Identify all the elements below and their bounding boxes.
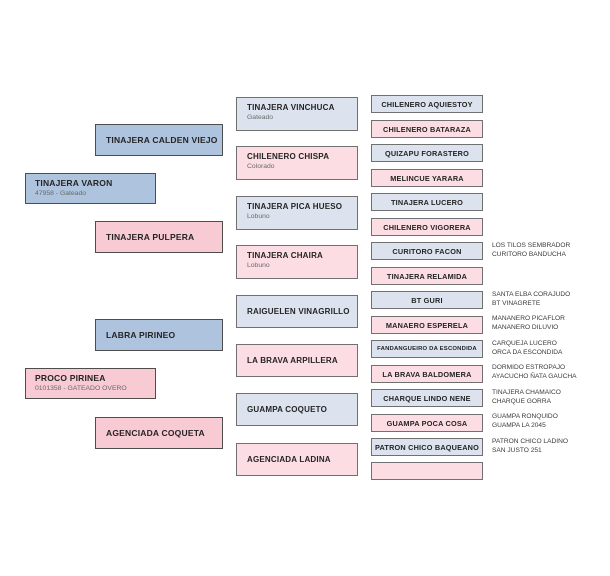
horse-name: CHILENERO BATARAZA xyxy=(382,124,472,134)
gen5-pair: TINAJERA CHAMAICO CHARQUE GORRA xyxy=(492,389,610,406)
horse-name: FANDANGUEIRO DA ESCONDIDA xyxy=(377,346,477,352)
horse-coat: Colorado xyxy=(247,163,275,170)
ancestor-name[interactable]: GUAMPA RONQUIDO xyxy=(492,413,558,420)
horse-name: TINAJERA PICA HUESO xyxy=(247,202,343,211)
pedigree-box-la-brava-arpillera[interactable]: LA BRAVA ARPILLERA xyxy=(236,344,358,377)
gen5-pair: PATRON CHICO LADINO SAN JUSTO 251 xyxy=(492,438,610,455)
ancestor-name[interactable]: SAN JUSTO 251 xyxy=(492,446,542,454)
pedigree-box-patron-chico-baqueano[interactable]: PATRON CHICO BAQUEANO xyxy=(371,438,483,456)
horse-coat: Lobuno xyxy=(247,262,270,269)
ancestor-name[interactable]: LOS TILOS SEMBRADOR xyxy=(492,242,571,249)
horse-name: TINAJERA PULPERA xyxy=(106,232,195,242)
horse-name: AGENCIADA LADINA xyxy=(247,455,331,464)
pedigree-box-empty[interactable] xyxy=(371,462,483,480)
horse-name: TINAJERA CHAIRA xyxy=(247,251,324,260)
pedigree-box-charque-lindo-nene[interactable]: CHARQUE LINDO NENE xyxy=(371,389,483,407)
pedigree-box-guampa-poca-cosa[interactable]: GUAMPA POCA COSA xyxy=(371,414,483,432)
horse-name: LABRA PIRINEO xyxy=(106,330,176,340)
horse-name: PATRON CHICO BAQUEANO xyxy=(374,442,480,452)
horse-name: BT GURI xyxy=(411,295,443,305)
pedigree-box-melincue-yarara[interactable]: MELINCUE YARARA xyxy=(371,169,483,187)
horse-name: CHILENERO VIGORERA xyxy=(383,222,471,232)
horse-name: TINAJERA CALDEN VIEJO xyxy=(106,135,218,145)
ancestor-name[interactable]: TINAJERA CHAMAICO xyxy=(492,389,561,396)
pedigree-box-tinajera-calden-viejo[interactable]: TINAJERA CALDEN VIEJO xyxy=(95,124,223,156)
horse-registry-coat: 0101358 - GATEADO OVERO xyxy=(35,385,127,392)
pedigree-box-tinajera-chaira[interactable]: TINAJERA CHAIRA Lobuno xyxy=(236,245,358,279)
pedigree-box-tinajera-pulpera[interactable]: TINAJERA PULPERA xyxy=(95,221,223,253)
pedigree-box-chilenero-chispa[interactable]: CHILENERO CHISPA Colorado xyxy=(236,146,358,180)
pedigree-box-la-brava-baldomera[interactable]: LA BRAVA BALDOMERA xyxy=(371,365,483,383)
ancestor-name[interactable]: CURITORO BANDUCHA xyxy=(492,250,566,258)
ancestor-name[interactable]: DORMIDO ESTROPAJO xyxy=(492,364,566,371)
pedigree-box-labra-pirineo[interactable]: LABRA PIRINEO xyxy=(95,319,223,351)
horse-name: TINAJERA RELAMIDA xyxy=(386,271,468,281)
horse-name: TINAJERA VARON xyxy=(35,178,113,188)
ancestor-name[interactable]: GUAMPA LA 2045 xyxy=(492,421,546,429)
ancestor-name[interactable]: PATRON CHICO LADINO xyxy=(492,438,568,445)
horse-name: LA BRAVA ARPILLERA xyxy=(247,356,338,365)
pedigree-box-manaero-esperela[interactable]: MANAERO ESPERELA xyxy=(371,316,483,334)
horse-name: QUIZAPU FORASTERO xyxy=(384,148,470,158)
pedigree-box-chilenero-aquiestoy[interactable]: CHILENERO AQUIESTOY xyxy=(371,95,483,113)
gen5-pair: MANANERO PICAFLOR MANANERO DILUVIO xyxy=(492,315,610,332)
pedigree-box-tinajera-vinchuca[interactable]: TINAJERA VINCHUCA Gateado xyxy=(236,97,358,131)
pedigree-box-raiguelen-vinagrillo[interactable]: RAIGUELEN VINAGRILLO xyxy=(236,295,358,328)
pedigree-box-tinajera-varon[interactable]: TINAJERA VARON 47958 - Gateado xyxy=(25,173,156,204)
ancestor-name[interactable]: CARQUEJA LUCERO xyxy=(492,340,557,347)
pedigree-box-chilenero-vigorera[interactable]: CHILENERO VIGORERA xyxy=(371,218,483,236)
gen5-pair: GUAMPA RONQUIDO GUAMPA LA 2045 xyxy=(492,413,610,430)
pedigree-box-quizapu-forastero[interactable]: QUIZAPU FORASTERO xyxy=(371,144,483,162)
ancestor-name[interactable]: BT VINAGRETE xyxy=(492,299,541,307)
horse-name: TINAJERA LUCERO xyxy=(390,197,464,207)
ancestor-name[interactable]: AYACUCHO ÑATA GAUCHA xyxy=(492,372,577,380)
pedigree-box-agenciada-ladina[interactable]: AGENCIADA LADINA xyxy=(236,443,358,476)
pedigree-box-guampa-coqueto[interactable]: GUAMPA COQUETO xyxy=(236,393,358,426)
gen5-pair: SANTA ELBA CORAJUDO BT VINAGRETE xyxy=(492,291,610,308)
pedigree-box-agenciada-coqueta[interactable]: AGENCIADA COQUETA xyxy=(95,417,223,449)
pedigree-box-fandangueiro-da-escondida[interactable]: FANDANGUEIRO DA ESCONDIDA xyxy=(371,340,483,358)
horse-name: MELINCUE YARARA xyxy=(390,173,464,183)
pedigree-box-tinajera-lucero[interactable]: TINAJERA LUCERO xyxy=(371,193,483,211)
gen5-pair: LOS TILOS SEMBRADOR CURITORO BANDUCHA xyxy=(492,242,610,259)
ancestor-name[interactable]: MANANERO PICAFLOR xyxy=(492,315,565,322)
horse-name: PROCO PIRINEA xyxy=(35,373,106,383)
horse-name: CHILENERO CHISPA xyxy=(247,152,330,161)
pedigree-box-tinajera-pica-hueso[interactable]: TINAJERA PICA HUESO Lobuno xyxy=(236,196,358,230)
pedigree-box-proco-pirinea[interactable]: PROCO PIRINEA 0101358 - GATEADO OVERO xyxy=(25,368,156,399)
horse-name: AGENCIADA COQUETA xyxy=(106,428,205,438)
horse-name: CURITORO FACON xyxy=(392,246,462,256)
horse-name: MANAERO ESPERELA xyxy=(385,320,469,330)
ancestor-name[interactable]: MANANERO DILUVIO xyxy=(492,323,559,331)
horse-name: CHARQUE LINDO NENE xyxy=(383,393,471,403)
horse-name: GUAMPA POCA COSA xyxy=(386,418,468,428)
horse-name: TINAJERA VINCHUCA xyxy=(247,103,335,112)
pedigree-box-bt-guri[interactable]: BT GURI xyxy=(371,291,483,309)
horse-coat: Lobuno xyxy=(247,213,270,220)
horse-coat: Gateado xyxy=(247,114,274,121)
gen5-pair: CARQUEJA LUCERO ORCA DA ESCONDIDA xyxy=(492,340,610,357)
ancestor-name[interactable]: CHARQUE GORRA xyxy=(492,397,551,405)
pedigree-box-curitoro-facon[interactable]: CURITORO FACON xyxy=(371,242,483,260)
horse-name: CHILENERO AQUIESTOY xyxy=(381,99,473,109)
horse-name: RAIGUELEN VINAGRILLO xyxy=(247,307,350,316)
ancestor-name[interactable]: SANTA ELBA CORAJUDO xyxy=(492,291,571,298)
ancestor-name[interactable]: ORCA DA ESCONDIDA xyxy=(492,348,563,356)
pedigree-box-tinajera-relamida[interactable]: TINAJERA RELAMIDA xyxy=(371,267,483,285)
pedigree-box-chilenero-bataraza[interactable]: CHILENERO BATARAZA xyxy=(371,120,483,138)
horse-name: LA BRAVA BALDOMERA xyxy=(382,369,472,379)
horse-name: GUAMPA COQUETO xyxy=(247,405,327,414)
gen5-pair: DORMIDO ESTROPAJO AYACUCHO ÑATA GAUCHA xyxy=(492,364,610,381)
horse-registry-coat: 47958 - Gateado xyxy=(35,190,87,197)
